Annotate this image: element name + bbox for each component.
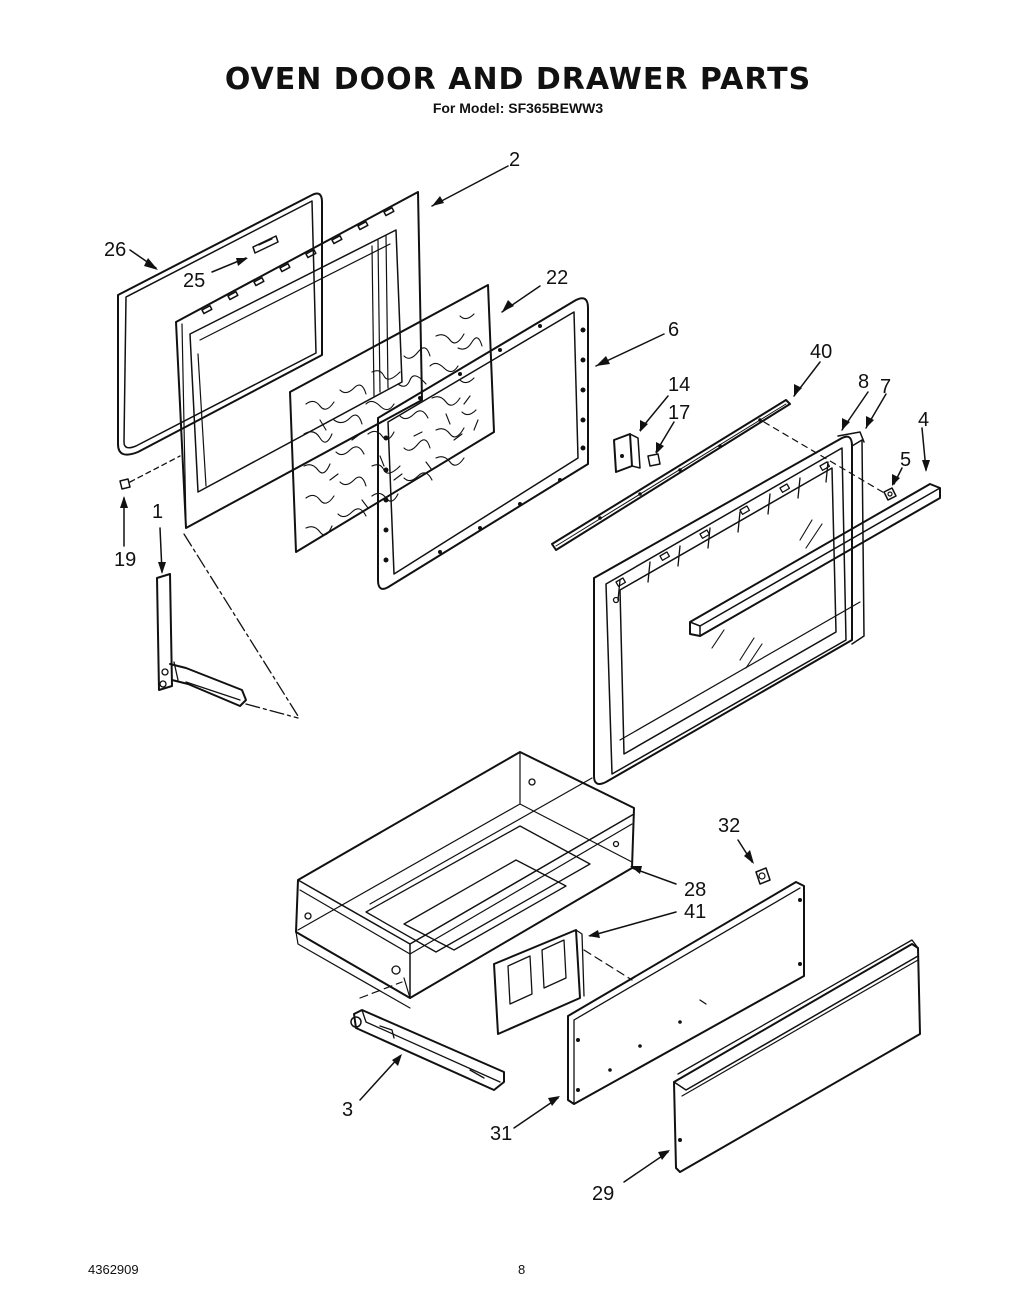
callout-4: 4 <box>918 409 929 431</box>
hinge-alignment-lines <box>183 533 299 719</box>
bracket-part <box>613 433 641 473</box>
leader-arrowheads <box>120 196 930 1160</box>
callout-32: 32 <box>718 815 740 837</box>
callout-28: 28 <box>684 879 706 901</box>
page-number: 8 <box>518 1262 526 1277</box>
callout-8: 8 <box>858 371 869 393</box>
handle-screw-part <box>883 487 897 501</box>
drawer-bracket-part <box>493 929 633 1035</box>
spacer-part <box>647 453 661 467</box>
inner-drawer-panel-part <box>567 881 805 1105</box>
callout-19: 19 <box>114 549 136 571</box>
bumper-part <box>755 867 771 885</box>
door-strip-part <box>551 399 887 551</box>
door-liner-frame-part <box>377 297 589 590</box>
callout-29: 29 <box>592 1183 614 1205</box>
callout-31: 31 <box>490 1123 512 1145</box>
callout-2: 2 <box>509 149 520 171</box>
screw-part <box>119 455 181 490</box>
outer-door-glass-part <box>593 431 865 785</box>
leader-lines <box>123 165 927 1183</box>
model-subtitle: For Model: SF365BEWW3 <box>432 100 604 116</box>
callout-3: 3 <box>342 1099 353 1121</box>
callout-labels: 2 26 25 22 6 40 8 7 4 5 14 17 19 1 32 28… <box>104 149 929 1205</box>
callout-22: 22 <box>546 267 568 289</box>
callout-17: 17 <box>668 402 690 424</box>
callout-25: 25 <box>183 270 205 292</box>
callout-14: 14 <box>668 374 690 396</box>
inner-door-frame-part <box>175 191 423 529</box>
callout-6: 6 <box>668 319 679 341</box>
door-gasket-part <box>117 192 323 456</box>
callout-7: 7 <box>880 376 891 398</box>
door-handle-part <box>689 483 941 637</box>
drawer-front-part <box>673 939 921 1173</box>
door-hinge-part <box>156 573 247 707</box>
callout-5: 5 <box>900 449 911 471</box>
page-title: OVEN DOOR AND DRAWER PARTS <box>224 62 812 97</box>
callout-41: 41 <box>684 901 706 923</box>
drawer-slide-part <box>350 1009 505 1091</box>
document-number: 4362909 <box>88 1262 139 1277</box>
callout-1: 1 <box>152 501 163 523</box>
clip-part <box>252 235 279 254</box>
callout-26: 26 <box>104 239 126 261</box>
callout-40: 40 <box>810 341 832 363</box>
